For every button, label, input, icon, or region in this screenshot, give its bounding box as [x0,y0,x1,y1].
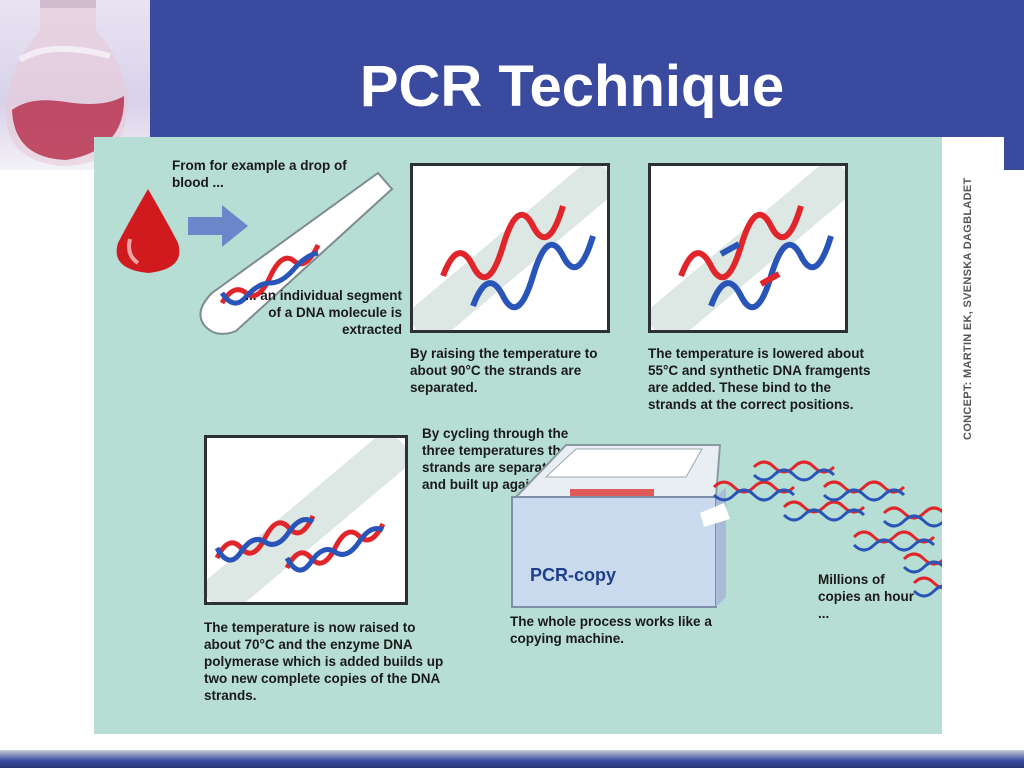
caption-step3: The temperature is lowered about 55°C an… [648,346,871,412]
step3-tube-box [648,163,848,333]
credit-text: CONCEPT: MARTIN EK, SVENSKA DAGBLADET [962,177,974,440]
caption-machine: The whole process works like a copying m… [510,614,712,646]
flask-image [0,0,150,170]
step4-tube-box [204,435,408,605]
diagram-panel: From for example a drop of blood ... ...… [94,137,994,734]
caption-step2: By raising the temperature to about 90°C… [410,346,598,395]
caption-cycling: By cycling through the three temperature… [422,426,569,492]
page-title: PCR Technique [359,54,785,119]
pcr-machine-icon [511,444,726,608]
new-copies-icon [207,438,405,602]
caption-blood-drop: From for example a drop of blood ... [172,158,347,190]
arrow-icon [188,205,248,247]
caption-millions: Millions of copies an hour ... [818,572,915,621]
blood-drop-icon [116,189,180,273]
caption-dna-extracted: ... an individual segment of a DNA molec… [245,288,402,337]
credit-strip [942,137,1004,734]
machine-label: PCR-copy [530,565,617,585]
test-tube-icon [199,171,394,335]
separated-strands-icon [413,166,607,330]
caption-step4: The temperature is now raised to about 7… [204,620,444,703]
step2-tube-box [410,163,610,333]
footer-bar [0,750,1024,768]
primer-binding-icon [651,166,845,330]
